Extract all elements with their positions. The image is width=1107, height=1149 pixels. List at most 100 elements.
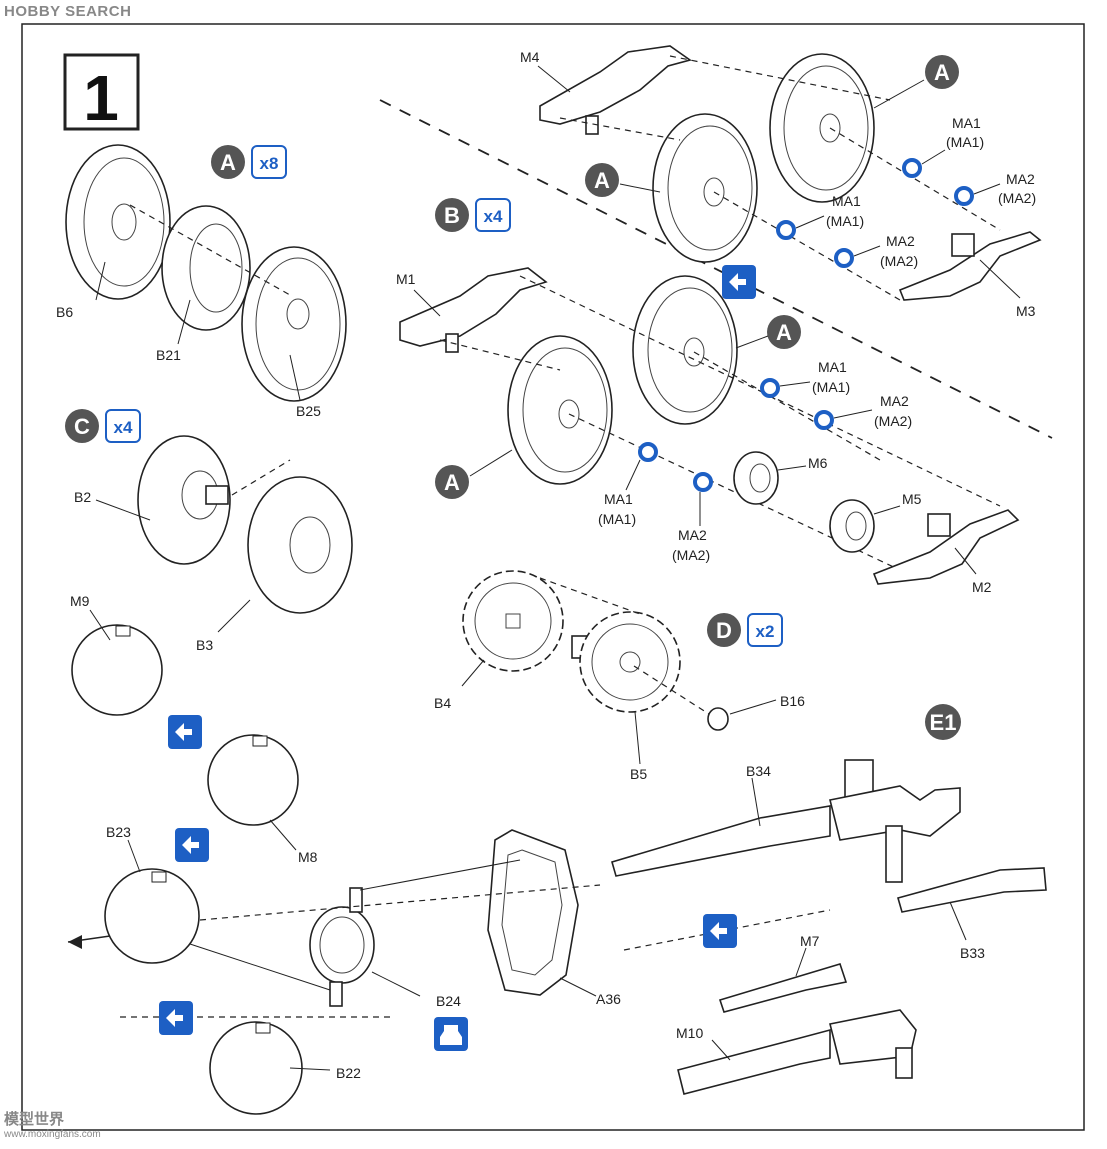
label-b5: B5	[630, 766, 647, 782]
svg-text:MA2: MA2	[678, 527, 707, 543]
arrow-icon-1	[168, 715, 202, 749]
washer-ma2-upper-2	[834, 248, 854, 268]
part-m8-cover	[207, 734, 299, 826]
label-b16: B16	[780, 693, 805, 709]
washer-ma1-upper-1	[902, 158, 922, 178]
label-m6: M6	[808, 455, 828, 471]
part-m9-cover	[71, 624, 163, 716]
svg-text:(MA1): (MA1)	[812, 379, 850, 395]
svg-text:A: A	[444, 470, 460, 495]
label-b23: B23	[106, 824, 131, 840]
label-b25: B25	[296, 403, 321, 419]
washer-ma2-lower-2	[693, 472, 713, 492]
part-b5-sprocket	[571, 611, 681, 713]
badge-a-upper-2: A	[585, 163, 619, 197]
svg-text:MA1: MA1	[604, 491, 633, 507]
part-a36-frame	[487, 829, 579, 996]
label-b34: B34	[746, 763, 771, 779]
part-b34-gun	[611, 759, 961, 883]
part-m1-bogie	[399, 267, 548, 353]
label-b3: B3	[196, 637, 213, 653]
svg-text:C: C	[74, 414, 90, 439]
arrow-icon-5	[703, 914, 737, 948]
badge-e1: E1	[925, 704, 961, 740]
arrow-icon-2	[175, 828, 209, 862]
label-m7: M7	[800, 933, 820, 949]
footer-url: www.moxingfans.com	[4, 1129, 101, 1140]
arrow-icon-4	[722, 265, 756, 299]
svg-text:x4: x4	[484, 207, 503, 226]
badge-a-upper-1: A	[925, 55, 959, 89]
badge-a-left: A x8	[211, 145, 287, 179]
footer-site: 模型世界	[4, 1111, 65, 1128]
svg-text:(MA1): (MA1)	[946, 134, 984, 150]
wheel-lower-a1	[632, 275, 738, 425]
arrow-icon-3	[159, 1001, 193, 1035]
svg-text:B: B	[444, 203, 460, 228]
part-b2-wheel	[137, 435, 231, 565]
wheel-upper-a2	[652, 113, 758, 263]
label-m2: M2	[972, 579, 992, 595]
glue-icon	[434, 1017, 468, 1051]
part-b24-mount	[309, 887, 375, 1007]
part-m5	[829, 499, 875, 553]
label-a36: A36	[596, 991, 621, 1007]
step-number-box: 1	[63, 53, 140, 134]
badge-b: B x4	[435, 198, 511, 232]
washer-ma2-lower-1	[814, 410, 834, 430]
svg-text:A: A	[934, 60, 950, 85]
washer-ma1-lower-1	[760, 378, 780, 398]
part-m10-gun	[677, 1009, 917, 1095]
label-b2: B2	[74, 489, 91, 505]
badge-d: D x2	[707, 613, 783, 647]
svg-text:MA2: MA2	[1006, 171, 1035, 187]
part-m6	[733, 451, 779, 505]
svg-text:D: D	[716, 618, 732, 643]
svg-text:A: A	[220, 150, 236, 175]
badge-c: C x4	[65, 409, 141, 443]
part-m3-bogie	[898, 231, 1042, 301]
label-b33: B33	[960, 945, 985, 961]
part-m4-bogie	[539, 45, 692, 135]
watermark-footer: 模型世界 www.moxingfans.com	[4, 1108, 101, 1140]
svg-text:(MA1): (MA1)	[826, 213, 864, 229]
svg-text:A: A	[776, 320, 792, 345]
badge-a-lower-2: A	[435, 465, 469, 499]
wheel-upper-a1	[769, 53, 875, 203]
label-m5: M5	[902, 491, 922, 507]
part-b3-wheel	[247, 476, 353, 614]
brand-text: HOBBY SEARCH	[4, 3, 132, 20]
label-b24: B24	[436, 993, 461, 1009]
part-b23-cover	[104, 868, 200, 964]
svg-text:MA2: MA2	[886, 233, 915, 249]
badge-a-lower-1: A	[767, 315, 801, 349]
label-b21: B21	[156, 347, 181, 363]
svg-text:(MA2): (MA2)	[998, 190, 1036, 206]
label-m1: M1	[396, 271, 416, 287]
watermark-header: HOBBY SEARCH	[4, 3, 131, 20]
label-m8: M8	[298, 849, 318, 865]
part-b25-wheel	[241, 246, 347, 402]
svg-text:x2: x2	[756, 622, 775, 641]
part-b22-cover	[209, 1021, 303, 1115]
part-b4-sprocket	[462, 570, 564, 672]
svg-text:MA2: MA2	[880, 393, 909, 409]
part-m2-bogie	[872, 509, 1020, 585]
svg-text:(MA1): (MA1)	[598, 511, 636, 527]
label-m9: M9	[70, 593, 90, 609]
svg-text:MA1: MA1	[952, 115, 981, 131]
svg-text:x4: x4	[114, 418, 133, 437]
svg-text:x8: x8	[260, 154, 279, 173]
part-m7-bipod	[718, 963, 848, 1013]
part-b16	[707, 707, 729, 731]
label-b6: B6	[56, 304, 73, 320]
washer-ma1-upper-2	[776, 220, 796, 240]
part-b21-tyre	[161, 205, 251, 331]
svg-text:E1: E1	[930, 710, 957, 735]
svg-text:MA1: MA1	[818, 359, 847, 375]
svg-text:(MA2): (MA2)	[874, 413, 912, 429]
washer-ma1-lower-2	[638, 442, 658, 462]
part-b6-wheel	[65, 144, 171, 300]
part-b33-barrel	[897, 867, 1047, 913]
